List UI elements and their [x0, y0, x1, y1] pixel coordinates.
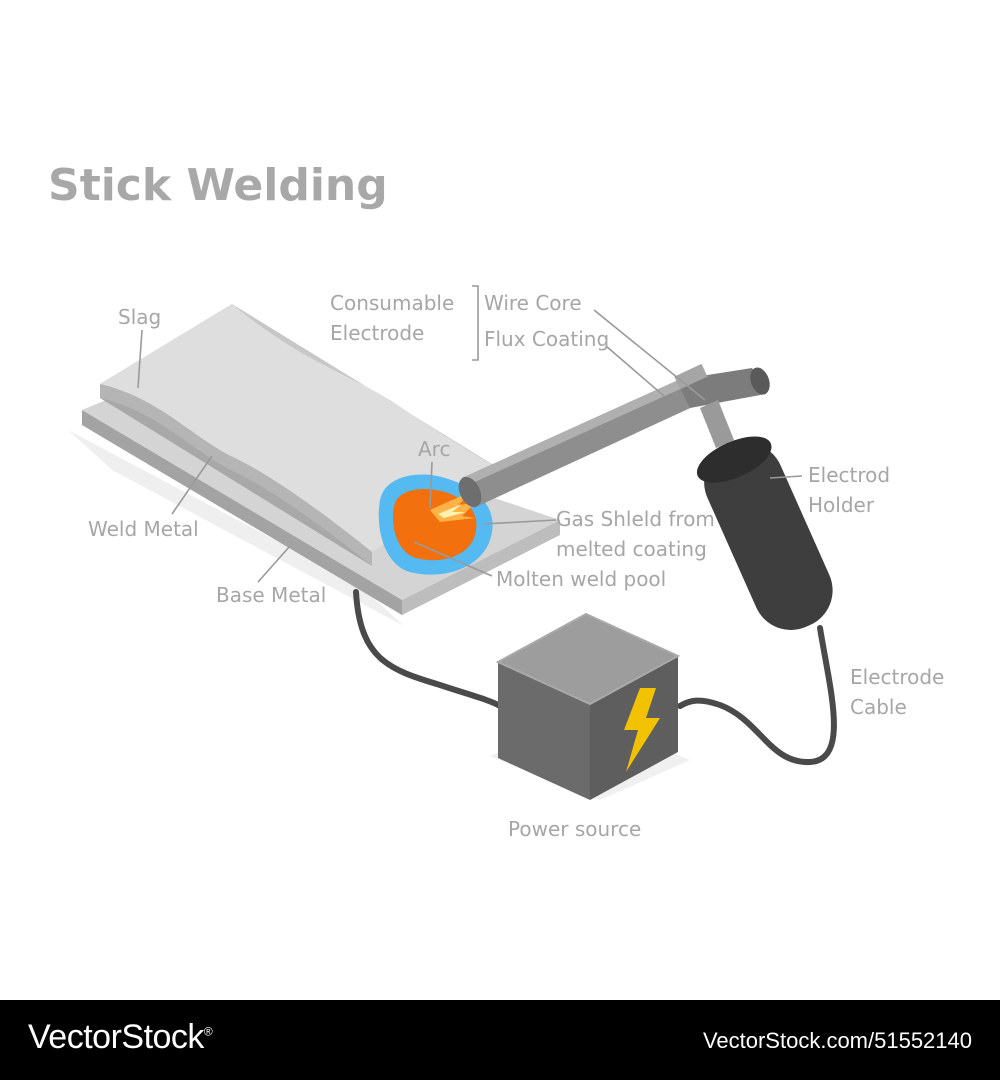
label-gas-shield-line2: melted coating [556, 537, 707, 561]
workpiece [68, 304, 560, 626]
label-cable-line1: Electrode [850, 665, 944, 689]
label-gas-shield-line1: Gas Shleld from [556, 507, 715, 531]
label-base-metal: Base Metal [216, 583, 326, 607]
consumable-electrode [458, 363, 770, 508]
power-source-box [490, 612, 690, 800]
label-weld-metal: Weld Metal [88, 517, 199, 541]
image-id: VectorStock.com/51552140 [702, 1028, 972, 1053]
label-power-source: Power source [508, 817, 641, 841]
registered-mark: ® [203, 1024, 213, 1039]
label-molten-pool: Molten weld pool [496, 567, 666, 591]
lightning-bolt-icon [624, 688, 660, 772]
brand-logo: VectorStock® [28, 1018, 213, 1057]
label-holder-line1: Electrod [808, 463, 890, 487]
watermark-footer: VectorStock® VectorStock.com/51552140 [0, 1000, 1000, 1080]
flux-coating [462, 372, 712, 506]
label-flux-coating: Flux Coating [484, 327, 609, 351]
label-holder-line2: Holder [808, 493, 875, 517]
label-wire-core: Wire Core [484, 291, 582, 315]
label-consumable-line2: Electrode [330, 321, 424, 345]
label-cable-line2: Cable [850, 695, 907, 719]
brand-name: VectorStock [28, 1018, 204, 1056]
diagram-title: Stick Welding [48, 160, 388, 211]
electrode-cable [677, 625, 837, 766]
label-consumable-line1: Consumable [330, 291, 454, 315]
electrode-holder [696, 436, 833, 630]
label-arc: Arc [418, 437, 450, 461]
ground-cable [353, 589, 503, 709]
label-slag: Slag [118, 305, 161, 329]
stick-welding-diagram: Stick Welding [48, 160, 944, 841]
